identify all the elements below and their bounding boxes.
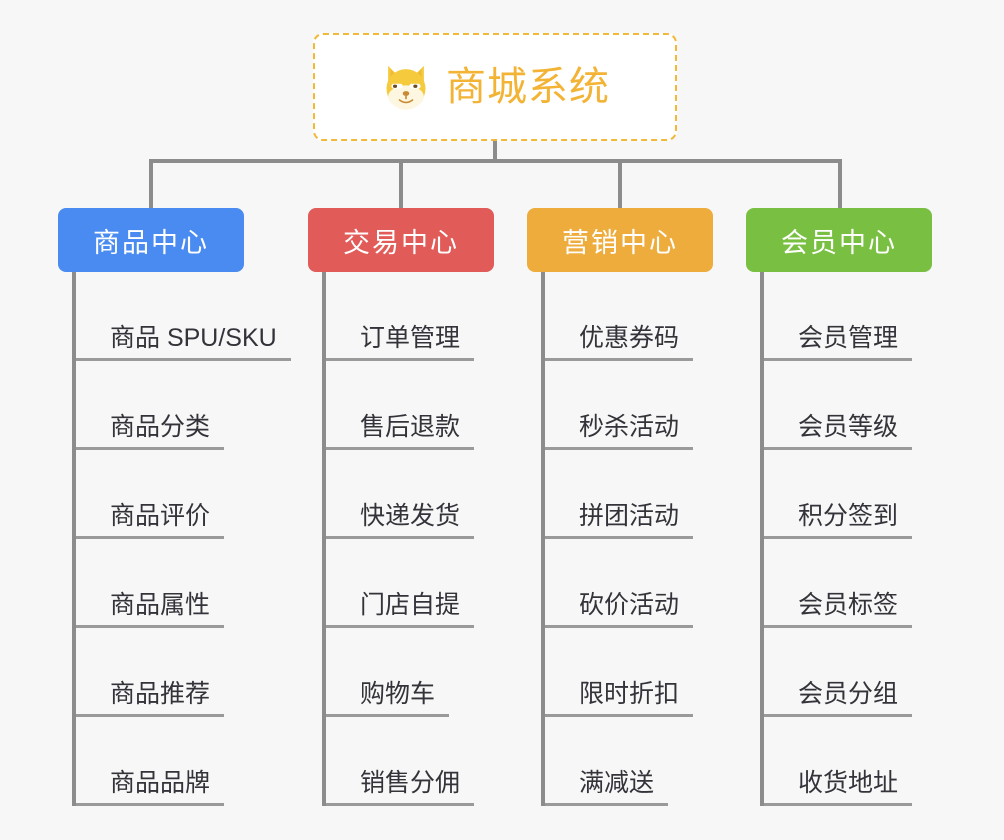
category-title-1: 交易中心 [343, 227, 459, 258]
list-item[interactable]: 拼团活动 [545, 450, 713, 539]
category-title-0: 商品中心 [93, 227, 209, 258]
branch-spine-0: 商品 SPU/SKU 商品分类 商品评价 商品属性 商品推荐 商品品牌 [72, 272, 291, 806]
list-item[interactable]: 会员分组 [764, 628, 932, 717]
leaf-underline: 快递发货 [326, 501, 475, 539]
category-box-1[interactable]: 交易中心 [308, 208, 494, 272]
leaf-underline: 门店自提 [326, 590, 475, 628]
leaf-underline: 秒杀活动 [545, 412, 694, 450]
list-item[interactable]: 会员等级 [764, 361, 932, 450]
list-item[interactable]: 砍价活动 [545, 539, 713, 628]
leaf-underline: 商品 SPU/SKU [76, 323, 291, 361]
leaf-label: 优惠券码 [579, 323, 680, 352]
leaf-label: 门店自提 [360, 590, 461, 619]
leaf-underline: 商品推荐 [76, 679, 225, 717]
leaf-underline: 积分签到 [764, 501, 913, 539]
list-item[interactable]: 订单管理 [326, 272, 494, 361]
leaf-underline: 商品评价 [76, 501, 225, 539]
leaf-label: 会员管理 [798, 323, 899, 352]
connector-drop-1 [399, 159, 403, 208]
root-node[interactable]: 商城系统 [313, 33, 677, 141]
list-item[interactable]: 商品推荐 [76, 628, 291, 717]
branch-column-1: 交易中心 订单管理 售后退款 快递发货 门店自提 购物车 销售分佣 [308, 208, 494, 806]
list-item[interactable]: 秒杀活动 [545, 361, 713, 450]
branch-column-3: 会员中心 会员管理 会员等级 积分签到 会员标签 会员分组 收货地址 [746, 208, 932, 806]
list-item[interactable]: 优惠券码 [545, 272, 713, 361]
leaf-label: 商品品牌 [110, 768, 211, 797]
leaf-underline: 限时折扣 [545, 679, 694, 717]
leaf-label: 积分签到 [798, 501, 899, 530]
leaf-label: 售后退款 [360, 412, 461, 441]
leaf-underline: 订单管理 [326, 323, 475, 361]
connector-drop-0 [149, 159, 153, 208]
leaf-label: 收货地址 [798, 768, 899, 797]
list-item[interactable]: 售后退款 [326, 361, 494, 450]
list-item[interactable]: 商品属性 [76, 539, 291, 628]
category-title-3: 会员中心 [781, 227, 897, 258]
branch-spine-3: 会员管理 会员等级 积分签到 会员标签 会员分组 收货地址 [760, 272, 932, 806]
leaf-label: 商品分类 [110, 412, 211, 441]
list-item[interactable]: 会员标签 [764, 539, 932, 628]
leaf-underline: 优惠券码 [545, 323, 694, 361]
leaf-label: 销售分佣 [360, 768, 461, 797]
category-box-0[interactable]: 商品中心 [58, 208, 244, 272]
connector-root-stem [493, 141, 497, 163]
leaf-underline: 会员管理 [764, 323, 913, 361]
leaf-label: 拼团活动 [579, 501, 680, 530]
leaf-label: 快递发货 [360, 501, 461, 530]
leaf-label: 商品推荐 [110, 679, 211, 708]
leaf-underline: 会员标签 [764, 590, 913, 628]
leaf-underline: 满减送 [545, 768, 669, 806]
leaf-label: 限时折扣 [579, 679, 680, 708]
shiba-dog-face-icon [386, 65, 426, 110]
branch-column-2: 营销中心 优惠券码 秒杀活动 拼团活动 砍价活动 限时折扣 满减送 [527, 208, 713, 806]
leaf-underline: 商品分类 [76, 412, 225, 450]
leaf-label: 订单管理 [360, 323, 461, 352]
category-box-2[interactable]: 营销中心 [527, 208, 713, 272]
leaf-label: 会员等级 [798, 412, 899, 441]
leaf-underline: 会员分组 [764, 679, 913, 717]
category-box-3[interactable]: 会员中心 [746, 208, 932, 272]
connector-drop-2 [618, 159, 622, 208]
leaf-label: 砍价活动 [579, 590, 680, 619]
list-item[interactable]: 会员管理 [764, 272, 932, 361]
branch-spine-2: 优惠券码 秒杀活动 拼团活动 砍价活动 限时折扣 满减送 [541, 272, 713, 806]
leaf-underline: 销售分佣 [326, 768, 475, 806]
leaf-underline: 售后退款 [326, 412, 475, 450]
list-item[interactable]: 商品 SPU/SKU [76, 272, 291, 361]
connector-bus [149, 159, 842, 163]
list-item[interactable]: 商品评价 [76, 450, 291, 539]
list-item[interactable]: 商品分类 [76, 361, 291, 450]
leaf-label: 商品 SPU/SKU [110, 323, 277, 352]
list-item[interactable]: 销售分佣 [326, 717, 494, 806]
category-title-2: 营销中心 [562, 227, 678, 258]
leaf-label: 会员标签 [798, 590, 899, 619]
leaf-underline: 拼团活动 [545, 501, 694, 539]
leaf-underline: 商品属性 [76, 590, 225, 628]
leaf-underline: 会员等级 [764, 412, 913, 450]
leaf-underline: 商品品牌 [76, 768, 225, 806]
leaf-label: 商品评价 [110, 501, 211, 530]
leaf-label: 会员分组 [798, 679, 899, 708]
list-item[interactable]: 满减送 [545, 717, 713, 806]
branch-spine-1: 订单管理 售后退款 快递发货 门店自提 购物车 销售分佣 [322, 272, 494, 806]
leaf-label: 商品属性 [110, 590, 211, 619]
leaf-underline: 收货地址 [764, 768, 913, 806]
branch-column-0: 商品中心 商品 SPU/SKU 商品分类 商品评价 商品属性 商品推荐 商品品牌 [58, 208, 291, 806]
leaf-label: 秒杀活动 [579, 412, 680, 441]
list-item[interactable]: 限时折扣 [545, 628, 713, 717]
leaf-underline: 购物车 [326, 679, 450, 717]
list-item[interactable]: 快递发货 [326, 450, 494, 539]
leaf-label: 满减送 [579, 768, 655, 797]
root-title: 商城系统 [446, 65, 610, 109]
list-item[interactable]: 收货地址 [764, 717, 932, 806]
list-item[interactable]: 积分签到 [764, 450, 932, 539]
leaf-label: 购物车 [360, 679, 436, 708]
list-item[interactable]: 门店自提 [326, 539, 494, 628]
connector-drop-3 [838, 159, 842, 208]
list-item[interactable]: 商品品牌 [76, 717, 291, 806]
leaf-underline: 砍价活动 [545, 590, 694, 628]
list-item[interactable]: 购物车 [326, 628, 494, 717]
